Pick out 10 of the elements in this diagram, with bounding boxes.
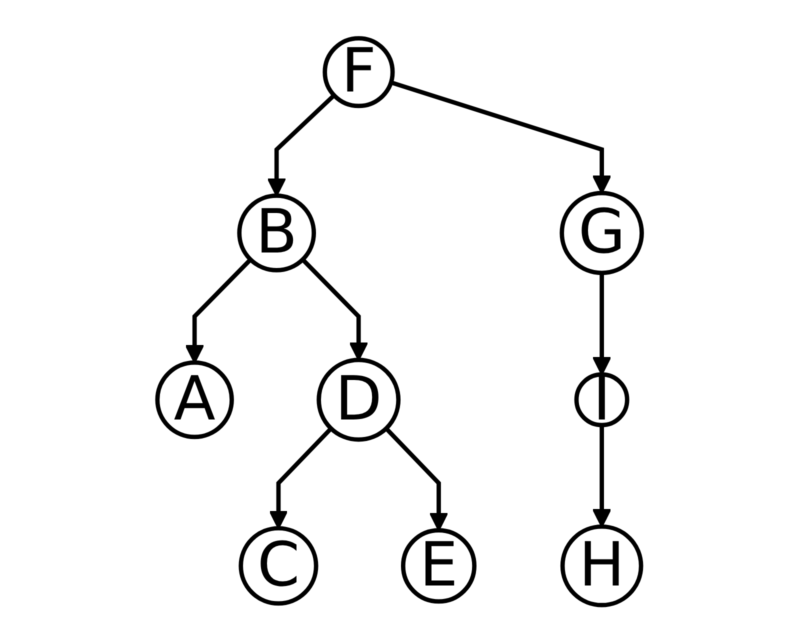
- node-circle: I: [574, 372, 630, 427]
- node-circle: G: [560, 190, 644, 275]
- node-circle: C: [239, 526, 319, 606]
- node-circle: H: [560, 524, 644, 607]
- node-circle: A: [156, 360, 234, 439]
- node-circle: D: [317, 357, 401, 442]
- node-circle: F: [323, 36, 396, 108]
- node-circle: B: [238, 193, 316, 272]
- node-circle: E: [401, 528, 477, 604]
- arrow: [592, 272, 612, 375]
